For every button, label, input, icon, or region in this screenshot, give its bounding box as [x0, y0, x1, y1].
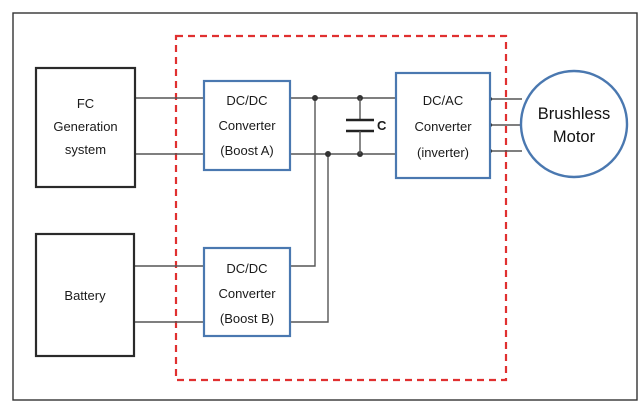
inverter-line-3: (inverter)	[417, 145, 469, 160]
battery-block: Battery	[34, 232, 136, 358]
power-electronics-boundary	[174, 34, 508, 382]
fc-label-line-1: FC	[77, 96, 94, 111]
capacitor-symbol	[346, 98, 374, 154]
capacitor-label: C	[377, 118, 387, 133]
motor-label-line-1: Brushless	[538, 105, 610, 123]
motor-label-line-2: Motor	[553, 128, 596, 146]
fc-label-line-3: system	[65, 142, 106, 157]
dc-ac-inverter-block: DC/AC Converter (inverter)	[394, 71, 492, 180]
inverter-line-1: DC/AC	[423, 93, 463, 108]
boost-a-line-2: Converter	[218, 118, 276, 133]
boost-a-line-1: DC/DC	[226, 93, 267, 108]
junction-dot	[325, 151, 331, 157]
boost-b-line-3: (Boost B)	[220, 311, 274, 326]
wire-boost-b-bottom-to-bus	[290, 154, 329, 323]
inverter-line-2: Converter	[414, 119, 472, 134]
wire-boost-b-top-to-bus	[290, 98, 316, 267]
brushless-motor: Brushless Motor	[519, 69, 629, 179]
boost-b-line-2: Converter	[218, 286, 276, 301]
battery-label: Battery	[64, 288, 106, 303]
outer-frame	[12, 12, 638, 401]
fc-label-line-2: Generation	[53, 119, 117, 134]
dc-dc-boost-b-block: DC/DC Converter (Boost B)	[202, 246, 292, 338]
junction-dot	[312, 95, 318, 101]
fc-generation-block: FC Generation system	[34, 66, 137, 189]
boost-b-line-1: DC/DC	[226, 261, 267, 276]
boost-a-line-3: (Boost A)	[220, 143, 273, 158]
dc-dc-boost-a-block: DC/DC Converter (Boost A)	[202, 79, 292, 172]
